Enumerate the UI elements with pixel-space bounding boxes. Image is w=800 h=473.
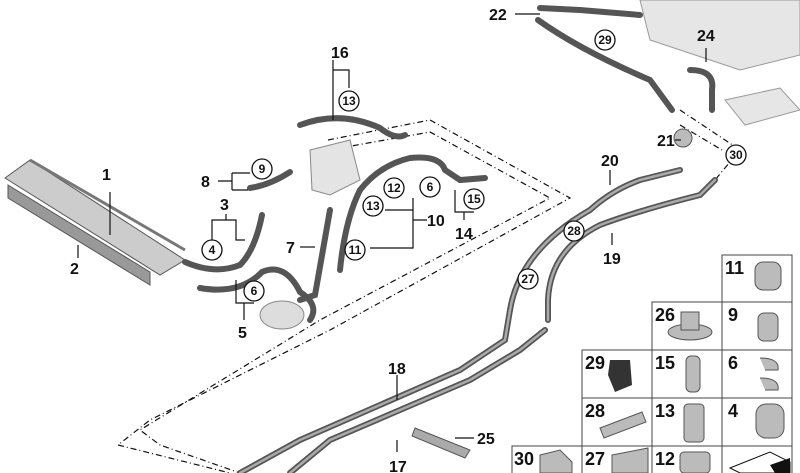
callout-2: 2 <box>70 261 79 278</box>
circled-callout-12: 12 <box>383 177 405 199</box>
grid-label-13: 13 <box>655 401 675 421</box>
circled-callout-11: 11 <box>344 239 366 261</box>
callout-24: 24 <box>697 28 715 45</box>
svg-text:13: 13 <box>366 199 380 213</box>
grid-label-11: 11 <box>725 258 744 278</box>
svg-text:6: 6 <box>427 180 434 194</box>
circled-callout-6: 6 <box>243 280 265 302</box>
circled-callout-9: 9 <box>251 158 273 180</box>
grid-label-28: 28 <box>585 401 605 421</box>
svg-text:4: 4 <box>209 243 216 257</box>
circled-callout-30: 30 <box>725 144 747 166</box>
grid-label-12: 12 <box>655 449 675 469</box>
circled-callout-29: 29 <box>594 29 616 51</box>
callout-21: 21 <box>657 133 675 150</box>
callout-1: 1 <box>102 167 111 184</box>
callout-17: 17 <box>389 459 407 473</box>
circled-callouts: 13 9 4 6 12 13 11 6 15 29 30 28 27 <box>201 29 747 302</box>
grid-label-27: 27 <box>585 449 605 469</box>
svg-text:11: 11 <box>349 243 362 257</box>
expansion-tank <box>309 139 361 196</box>
callout-7: 7 <box>286 240 295 257</box>
callout-20: 20 <box>601 153 619 170</box>
leader-lines <box>77 13 707 452</box>
callout-25: 25 <box>477 431 495 448</box>
callout-8: 8 <box>201 174 210 191</box>
grid-label-30: 30 <box>514 449 534 469</box>
valve <box>673 128 693 148</box>
grid-label-9: 9 <box>728 305 738 325</box>
svg-text:29: 29 <box>598 33 612 47</box>
grid-label-6: 6 <box>728 353 738 373</box>
grid-label-29: 29 <box>585 353 605 373</box>
callout-16: 16 <box>331 45 349 62</box>
svg-text:15: 15 <box>467 192 481 206</box>
high-voltage-battery <box>639 0 800 71</box>
circled-callout-13: 13 <box>338 90 360 112</box>
grid-label-15: 15 <box>655 353 675 373</box>
bracket-25 <box>411 427 471 459</box>
circled-callout-13b: 13 <box>362 195 384 217</box>
circled-callout-15: 15 <box>463 188 485 210</box>
callout-22: 22 <box>489 7 507 24</box>
control-module <box>724 87 800 126</box>
callout-19: 19 <box>603 251 621 268</box>
circled-callout-4: 4 <box>201 239 223 261</box>
callout-3: 3 <box>220 197 229 214</box>
grid-label-4: 4 <box>728 401 738 421</box>
callout-18: 18 <box>388 361 406 378</box>
circled-callout-27: 27 <box>517 268 539 290</box>
svg-text:9: 9 <box>259 162 266 176</box>
svg-text:13: 13 <box>342 94 356 108</box>
callout-14: 14 <box>455 226 473 243</box>
callout-10: 10 <box>427 213 445 230</box>
grid-label-26: 26 <box>655 305 675 325</box>
circled-callout-6b: 6 <box>419 176 441 198</box>
svg-text:6: 6 <box>251 284 258 298</box>
radiator <box>4 158 186 286</box>
svg-text:28: 28 <box>567 224 581 238</box>
coolant-pump <box>259 300 305 330</box>
callout-5: 5 <box>238 325 247 342</box>
dashed-routing-outline-right <box>679 109 741 181</box>
svg-text:30: 30 <box>729 148 743 162</box>
dashed-routing-outline <box>116 119 572 473</box>
parts-grid: 11 26 9 29 15 6 28 13 4 30 27 12 <box>511 254 793 473</box>
svg-text:12: 12 <box>387 181 401 195</box>
svg-text:27: 27 <box>521 272 535 286</box>
circled-callout-28: 28 <box>563 220 585 242</box>
